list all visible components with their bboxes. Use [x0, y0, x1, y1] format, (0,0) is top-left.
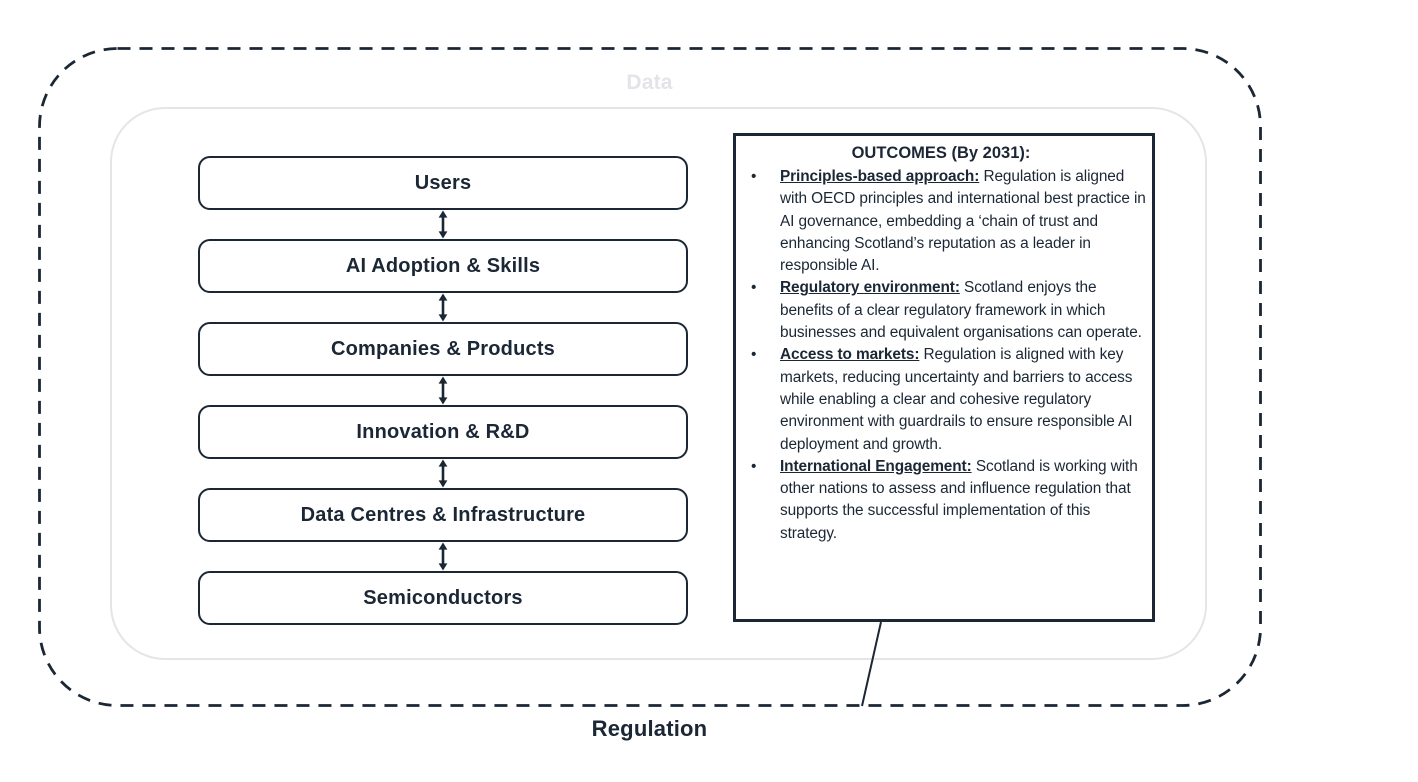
stack-box-semiconductors: Semiconductors [198, 571, 688, 625]
bidirectional-arrow-icon [198, 542, 688, 571]
outcomes-bullet-text: Scotland is working with other nations t… [780, 457, 1138, 542]
stack-box-companies-products: Companies & Products [198, 322, 688, 376]
outcomes-bullet-text: Scotland enjoys the benefits of a clear … [780, 279, 1142, 342]
stack-box-label: Innovation & R&D [356, 420, 530, 443]
outcomes-connector-line [861, 621, 882, 707]
value-chain-stack: Users AI Adoption & Skills Companies & P… [198, 156, 688, 625]
stack-box-label: Semiconductors [363, 586, 523, 609]
bidirectional-arrow-icon [198, 376, 688, 405]
regulation-container-label: Regulation [591, 716, 708, 741]
outcomes-bullet-lead: Access to markets: [780, 346, 920, 364]
outcomes-bullet: Regulatory environment: Scotland enjoys … [736, 277, 1146, 344]
outcomes-bullet-lead: Regulatory environment: [780, 279, 960, 297]
data-container-outline [110, 107, 1207, 660]
outcomes-bullet: Access to markets: Regulation is aligned… [736, 344, 1146, 455]
outcomes-bullet-lead: International Engagement: [780, 457, 972, 475]
data-container-label: Data [626, 71, 673, 94]
outcomes-bullet-text: Regulation is aligned with OECD principl… [780, 168, 1146, 275]
outcomes-box: OUTCOMES (By 2031): Principles-based app… [733, 133, 1155, 622]
stack-box-data-centres-infrastructure: Data Centres & Infrastructure [198, 488, 688, 542]
outcomes-bullet-text: Regulation is aligned with key markets, … [780, 346, 1133, 453]
stack-box-innovation-rd: Innovation & R&D [198, 405, 688, 459]
bidirectional-arrow-icon [198, 210, 688, 239]
outcomes-list: Principles-based approach: Regulation is… [736, 166, 1146, 545]
stack-box-ai-adoption-skills: AI Adoption & Skills [198, 239, 688, 293]
stack-box-label: AI Adoption & Skills [345, 254, 541, 277]
stack-box-users: Users [198, 156, 688, 210]
stack-box-label: Data Centres & Infrastructure [300, 503, 586, 526]
stack-box-label: Companies & Products [330, 337, 556, 360]
outcomes-bullet: Principles-based approach: Regulation is… [736, 166, 1146, 277]
outcomes-bullet-lead: Principles-based approach: [780, 168, 980, 185]
stack-box-label: Users [414, 171, 472, 194]
outcomes-title: OUTCOMES (By 2031): [851, 144, 1031, 162]
outcomes-bullet: International Engagement: Scotland is wo… [736, 456, 1146, 545]
bidirectional-arrow-icon [198, 293, 688, 322]
regulation-container-dashed-outline [38, 47, 1262, 707]
bidirectional-arrow-icon [198, 459, 688, 488]
